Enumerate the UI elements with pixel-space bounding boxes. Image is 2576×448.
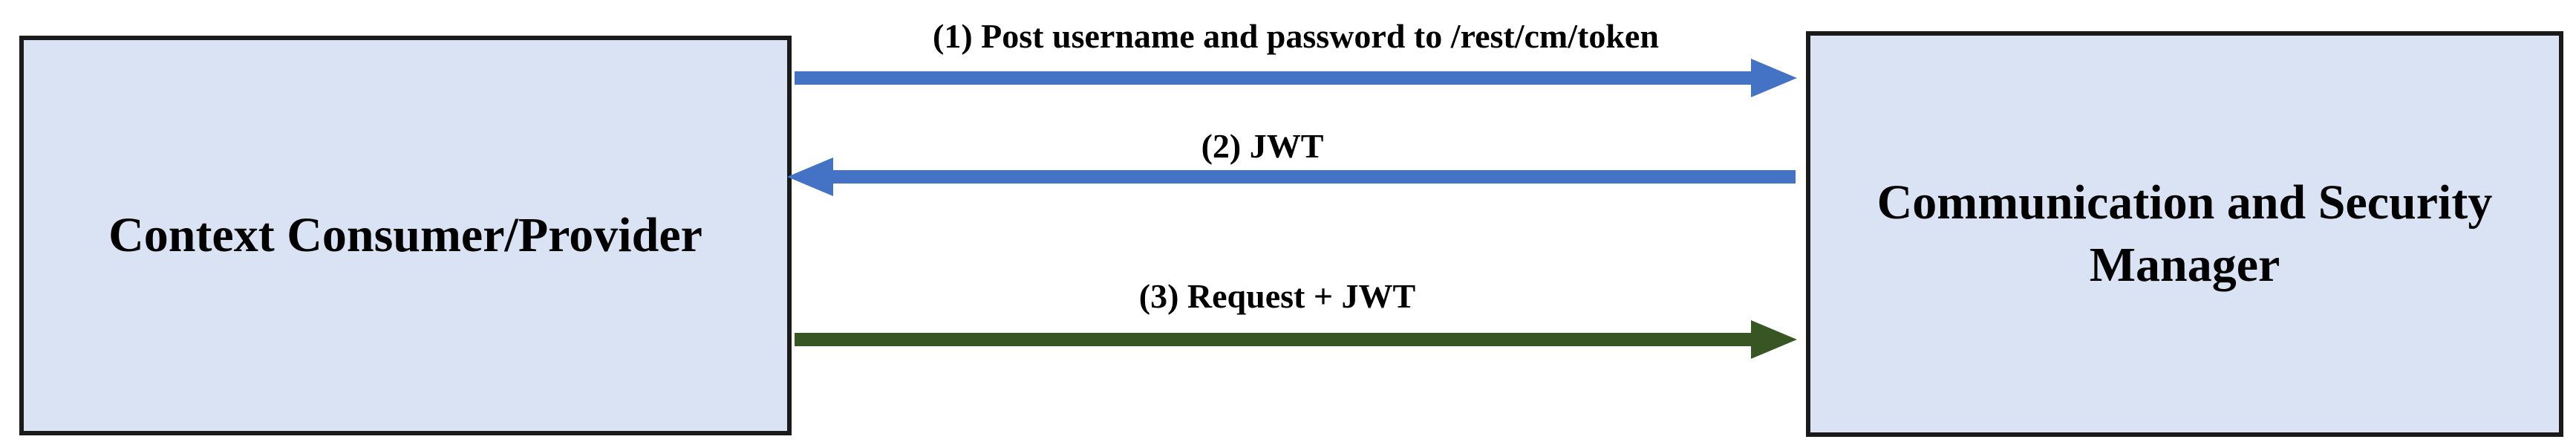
arrow-step-1-label: (1) Post username and password to /rest/… <box>933 17 1659 55</box>
arrow-step-1: (1) Post username and password to /rest/… <box>795 17 1797 97</box>
arrow-step-2-label: (2) JWT <box>1201 127 1324 165</box>
communication-security-manager-box: Communication and Security Manager <box>1806 31 2563 437</box>
arrow-step-3-head <box>1751 320 1797 359</box>
arrow-step-2: (2) JWT <box>787 127 1796 196</box>
communication-security-manager-label: Communication and Security Manager <box>1876 175 2493 292</box>
context-consumer-provider-label: Context Consumer/Provider <box>108 208 702 262</box>
arrow-step-3: (3) Request + JWT <box>795 277 1797 359</box>
context-consumer-provider-box: Context Consumer/Provider <box>19 36 792 435</box>
arrow-step-3-label: (3) Request + JWT <box>1139 277 1415 315</box>
arrow-step-2-head <box>787 158 833 196</box>
arrow-step-1-head <box>1751 59 1797 97</box>
